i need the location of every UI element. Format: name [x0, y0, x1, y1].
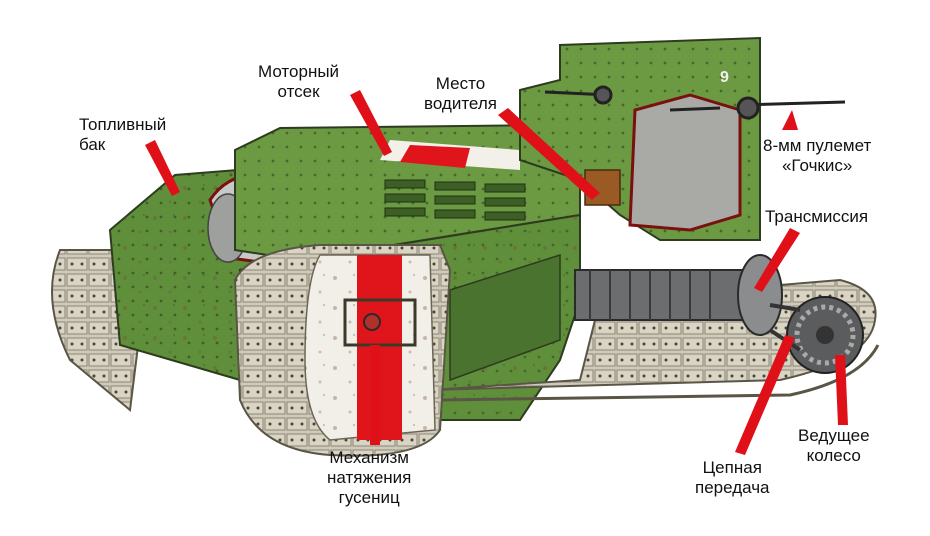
- pointer-track-tensioner: [370, 345, 380, 445]
- machine-gun: [544, 85, 846, 120]
- label-track-tensioner-line3: гусениц: [338, 488, 400, 507]
- label-driver-seat-line1: Место: [435, 74, 486, 93]
- pointer-driver-seat: [498, 108, 600, 200]
- label-chain-drive-line1: Цепная: [702, 458, 762, 477]
- pointer-engine-bay: [350, 90, 392, 156]
- label-engine-bay-line2: отсек: [277, 82, 320, 101]
- label-transmission-line1: Трансмиссия: [765, 207, 869, 226]
- side-track: [233, 244, 452, 457]
- pointer-machine-gun: [782, 110, 798, 130]
- transmission: [574, 254, 783, 336]
- engine-bay: [234, 123, 581, 262]
- label-driver-seat: Место водителя: [424, 74, 497, 114]
- label-track-tensioner-line2: натяжения: [327, 468, 412, 487]
- label-machine-gun: 8-мм пулемет «Гочкис»: [763, 136, 871, 176]
- label-drive-wheel: Ведущее колесо: [798, 426, 870, 466]
- pointer-drive-wheel: [835, 355, 848, 425]
- label-chain-drive: Цепная передача: [695, 458, 770, 498]
- turret-number: 9: [720, 69, 729, 86]
- label-chain-drive-line2: передача: [695, 478, 770, 497]
- pointer-fuel-tank: [145, 140, 180, 196]
- label-fuel-tank-line2: бак: [79, 135, 106, 154]
- label-machine-gun-line2: «Гочкис»: [781, 156, 853, 175]
- label-machine-gun-line1: 8-мм пулемет: [763, 136, 872, 155]
- label-fuel-tank-line1: Топливный: [79, 115, 167, 134]
- label-engine-bay-line1: Моторный: [258, 62, 340, 81]
- pointers: [145, 90, 848, 455]
- label-drive-wheel-line1: Ведущее: [798, 426, 870, 445]
- label-track-tensioner-line1: Механизм: [329, 448, 409, 467]
- label-driver-seat-line2: водителя: [424, 94, 497, 113]
- label-track-tensioner: Механизм натяжения гусениц: [327, 448, 411, 508]
- pointer-transmission: [754, 228, 800, 292]
- label-drive-wheel-line2: колесо: [806, 446, 861, 465]
- turret: 9: [519, 36, 761, 241]
- drive-wheel: [786, 296, 864, 374]
- pointer-chain-drive: [735, 335, 795, 455]
- label-engine-bay: Моторный отсек: [258, 62, 339, 102]
- label-transmission: Трансмиссия: [765, 207, 868, 227]
- label-fuel-tank: Топливный бак: [79, 115, 166, 155]
